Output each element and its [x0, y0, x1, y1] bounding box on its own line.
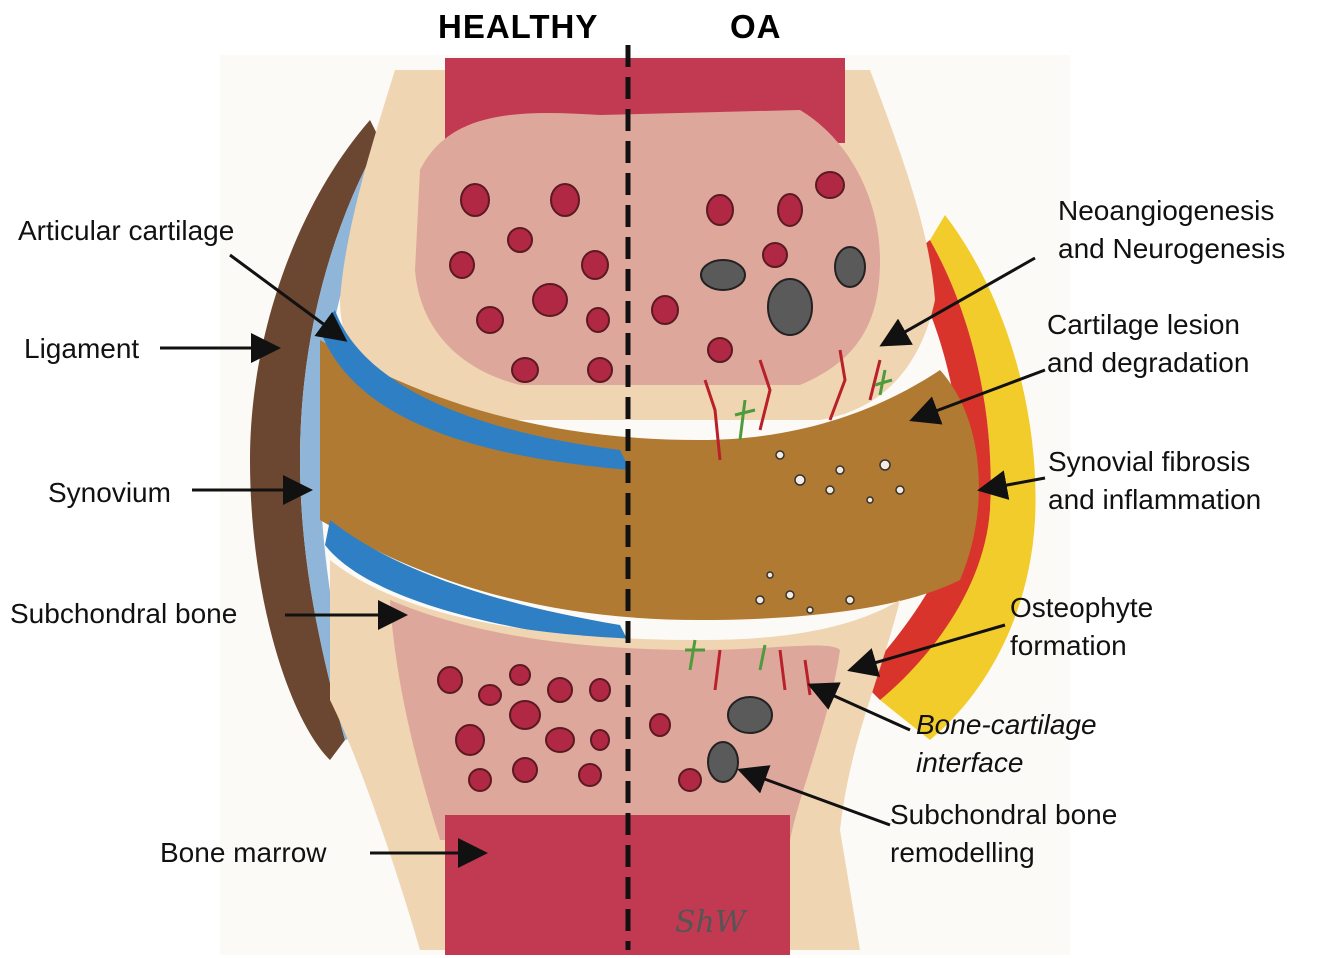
label-bone-cartilage-interface-line1: Bone-cartilage: [916, 706, 1097, 744]
label-ligament: Ligament: [24, 330, 139, 368]
label-synovial-fibrosis-line1: Synovial fibrosis: [1048, 443, 1250, 481]
label-osteophyte-line1: Osteophyte: [1010, 589, 1153, 627]
upper-bone-inner: [415, 110, 880, 385]
label-neoangiogenesis-line2: and Neurogenesis: [1058, 230, 1285, 268]
label-subchondral-remodelling-line1: Subchondral bone: [890, 796, 1117, 834]
oa-header: OA: [730, 8, 782, 46]
healthy-header: HEALTHY: [438, 8, 598, 46]
artist-signature: ShW: [675, 905, 746, 940]
label-synovial-fibrosis-line2: and inflammation: [1048, 481, 1261, 519]
label-synovium: Synovium: [48, 474, 171, 512]
label-subchondral-bone: Subchondral bone: [10, 595, 237, 633]
label-subchondral-remodelling-line2: remodelling: [890, 834, 1035, 872]
label-neoangiogenesis-line1: Neoangiogenesis: [1058, 192, 1274, 230]
label-bone-marrow: Bone marrow: [160, 834, 327, 872]
label-bone-cartilage-interface-line2: interface: [916, 744, 1023, 782]
label-cartilage-lesion-line2: and degradation: [1047, 344, 1249, 382]
label-articular-cartilage: Articular cartilage: [18, 212, 234, 250]
label-osteophyte-line2: formation: [1010, 627, 1127, 665]
label-cartilage-lesion-line1: Cartilage lesion: [1047, 306, 1240, 344]
